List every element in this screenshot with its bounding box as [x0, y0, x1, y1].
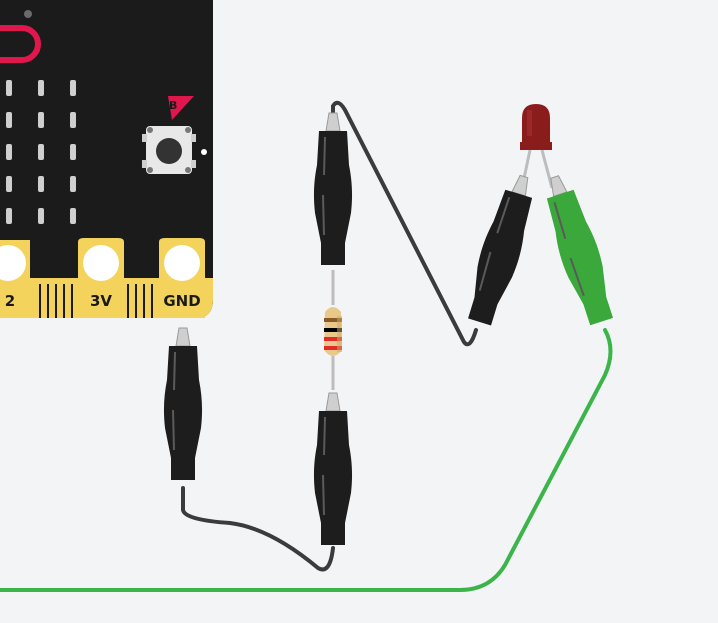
led-matrix	[6, 80, 76, 224]
touch-logo-icon[interactable]	[0, 25, 41, 63]
pin-2[interactable]: 2	[0, 240, 30, 318]
black-clip-resistor-top[interactable]	[312, 112, 354, 266]
pin-gnd-label: GND	[163, 292, 200, 310]
black-wire-gnd-to-resistor[interactable]	[181, 486, 335, 572]
resistor[interactable]	[324, 270, 342, 390]
black-wire-resistor-to-led[interactable]	[331, 100, 478, 347]
pin-3v[interactable]: 3V	[78, 238, 124, 318]
board-hole	[24, 10, 32, 18]
button-b-flag-icon	[168, 96, 194, 120]
green-wire-led-to-pin[interactable]	[0, 328, 613, 592]
pin-2-label: 2	[5, 292, 15, 310]
microbit-board[interactable]: B	[0, 0, 213, 318]
black-clip-led[interactable]	[460, 170, 544, 329]
black-clip-resistor-bottom[interactable]	[312, 392, 354, 546]
black-clip-gnd[interactable]	[162, 327, 204, 481]
pin-gnd[interactable]: GND	[159, 238, 205, 318]
board-led-dot	[201, 149, 207, 155]
green-clip-led[interactable]	[535, 170, 621, 329]
button-b-label: B	[169, 99, 177, 112]
red-led[interactable]	[520, 104, 554, 189]
pin-3v-label: 3V	[90, 292, 112, 310]
button-b[interactable]: B	[142, 96, 207, 174]
